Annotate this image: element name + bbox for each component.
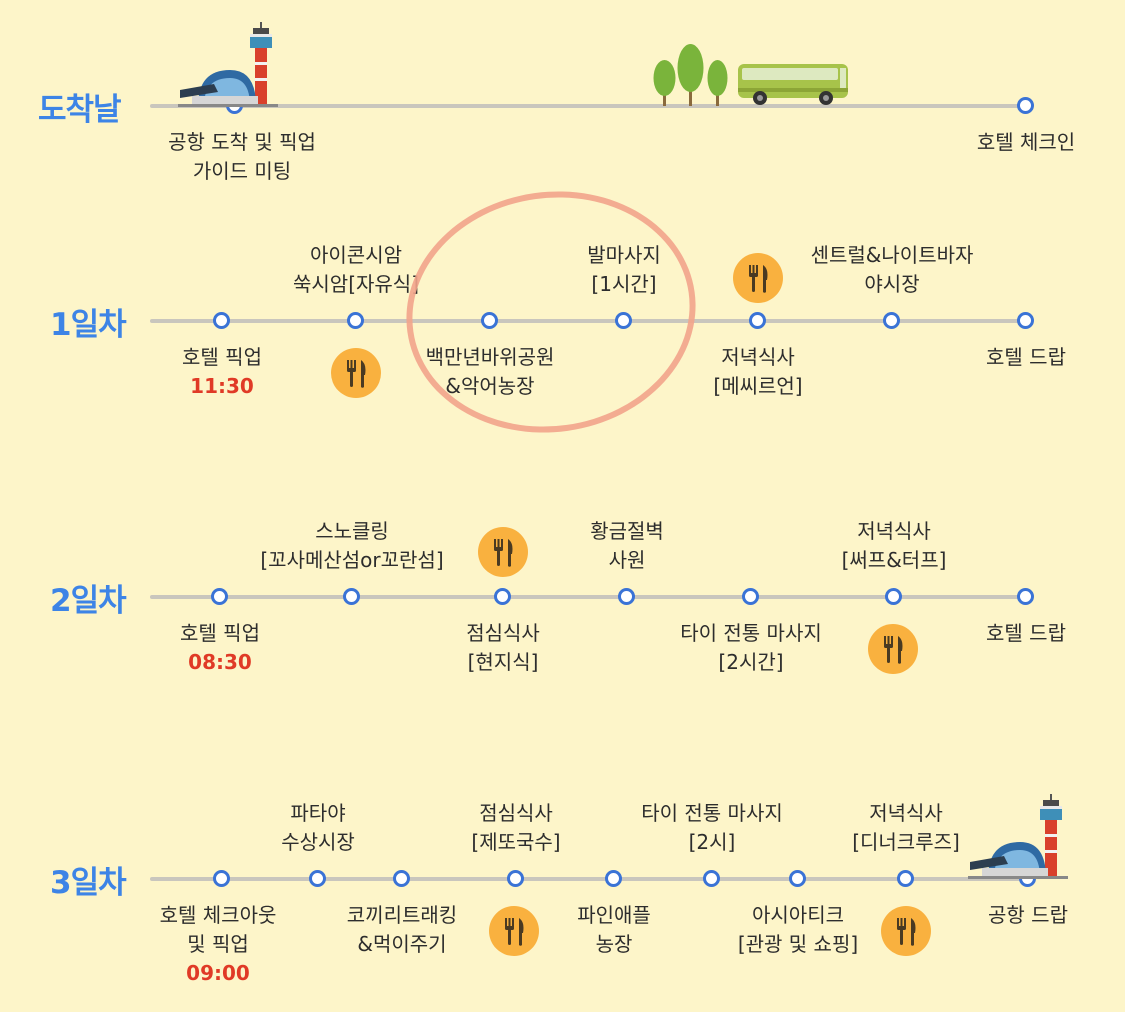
meal-icon <box>881 906 931 956</box>
timeline-line <box>150 595 1030 599</box>
stop-label: 아시아티크[관광 및 쇼핑] <box>737 903 859 956</box>
bus-icon <box>738 64 848 105</box>
airport-icon <box>178 22 278 107</box>
stop-label: 스노클링[꼬사메산섬or꼬란섬] <box>260 519 444 572</box>
stop-label: 점심식사[제또국수] <box>471 801 561 854</box>
meal-icon <box>478 527 528 577</box>
day-label: 1일차 <box>50 307 127 343</box>
stop-label: 타이 전통 마사지[2시] <box>641 801 783 854</box>
pickup-time: 11:30 <box>190 374 254 398</box>
stop-label: 호텔 드랍 <box>986 621 1066 645</box>
stop-dot <box>343 588 360 605</box>
stop-label: 점심식사[현지식] <box>466 621 540 674</box>
day-label: 2일차 <box>50 583 127 619</box>
meal-icon <box>868 624 918 674</box>
day-label: 도착날 <box>38 92 122 128</box>
stop-dot <box>309 870 326 887</box>
stop-dot <box>885 588 902 605</box>
timeline-line <box>150 877 1030 881</box>
stop-dot <box>211 588 228 605</box>
stop-dot <box>742 588 759 605</box>
stop-dot <box>897 870 914 887</box>
pickup-time: 09:00 <box>186 961 250 985</box>
highlight-circle <box>390 172 712 452</box>
stop-dot <box>507 870 524 887</box>
airport-icon <box>968 794 1068 879</box>
stop-dot <box>1017 312 1034 329</box>
timeline-line <box>150 319 1030 323</box>
stop-label: 저녁식사[메씨르언] <box>713 345 803 398</box>
stop-dot <box>213 312 230 329</box>
meal-icon <box>489 906 539 956</box>
stop-label: 공항 드랍 <box>988 903 1068 927</box>
stop-dot <box>789 870 806 887</box>
stop-label: 타이 전통 마사지[2시간] <box>680 621 822 674</box>
stop-label: 저녁식사[디너크루즈] <box>852 801 960 854</box>
stop-dot <box>481 312 498 329</box>
stop-dot <box>883 312 900 329</box>
stop-dot <box>1017 97 1034 114</box>
stop-label: 발마사지[1시간] <box>587 243 661 296</box>
stop-dot <box>605 870 622 887</box>
meal-icon <box>331 348 381 398</box>
stop-dot <box>703 870 720 887</box>
timeline-line <box>150 104 1030 108</box>
stop-dot <box>615 312 632 329</box>
day-label: 3일차 <box>50 865 127 901</box>
stop-label: 호텔 체크인 <box>976 130 1076 154</box>
stop-dot <box>618 588 635 605</box>
meal-icon <box>733 253 783 303</box>
pickup-time: 08:30 <box>188 650 252 674</box>
stop-dot <box>749 312 766 329</box>
stop-label: 백만년바위공원&악어농장 <box>425 345 555 398</box>
stop-dot <box>347 312 364 329</box>
stop-label: 코끼리트래킹&먹이주기 <box>346 903 458 956</box>
stop-label: 저녁식사[써프&터프] <box>841 519 947 572</box>
stop-dot <box>1017 588 1034 605</box>
trees-icon <box>653 44 728 106</box>
stop-dot <box>213 870 230 887</box>
stop-dot <box>494 588 511 605</box>
stop-dot <box>393 870 410 887</box>
stop-label: 호텔 드랍 <box>986 345 1066 369</box>
